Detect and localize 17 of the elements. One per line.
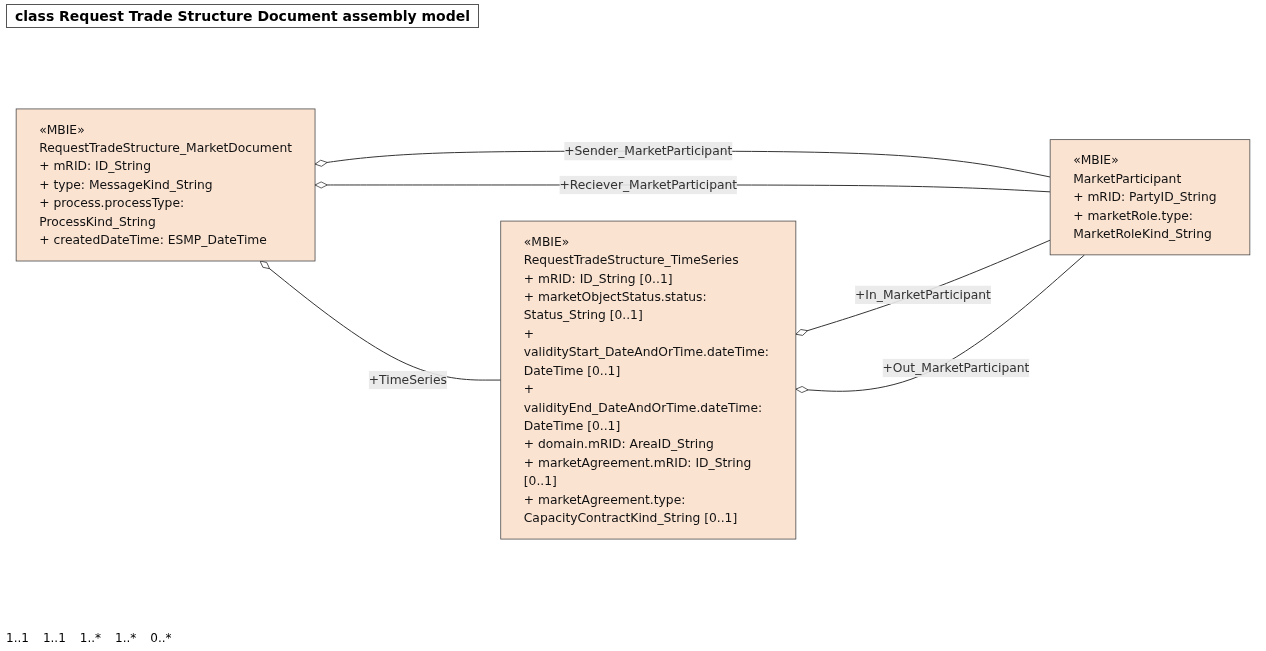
node-box: «MBIE» RequestTradeStructure_MarketDocument + mRID: ID_String + type: MessageKind_String + process.processType: ProcessKind_String + createdDateTime: ESMP_DateTime (15, 108, 316, 262)
edge-label: +Sender_MarketParticipant (564, 143, 733, 159)
multiplicity-label: 1..* (79, 631, 102, 645)
multiplicity-label: 1..1 (42, 631, 66, 645)
edge-label: +Out_MarketParticipant (882, 360, 1030, 375)
multiplicity-label: 1..* (115, 631, 137, 645)
multiplicity-label: 1..1 (6, 631, 29, 645)
multiplicity-label: 0..* (150, 631, 172, 645)
connector (259, 260, 502, 381)
edge-label: +TimeSeries (368, 372, 447, 387)
edge-label: +Reciever_MarketParticipant (559, 177, 738, 192)
connector (795, 239, 1051, 336)
connector (795, 254, 1085, 393)
edge-label: +In_MarketParticipant (855, 287, 991, 302)
node-box: «MBIE» MarketParticipant + mRID: PartyID_String + marketRole.type: MarketRoleKind_String (1049, 139, 1251, 256)
node-box: «MBIE» RequestTradeStructure_TimeSeries + mRID: ID_String [0..1] + marketObjectStatus.status: Status_String [0..1] + validityStart_DateAndOrTime.dateTime: DateTime [0..1] + validityEnd_DateAndOrTime.dateTime: DateTime [0..1] + domain.mRID: AreaID_String + marketAgreement.mRID: ID_String [0..1] + marketAgreement.type: CapacityContractKind_String [0..1] (500, 220, 797, 540)
diagram-title: class Request Trade Structure Document assembly model (6, 4, 480, 28)
